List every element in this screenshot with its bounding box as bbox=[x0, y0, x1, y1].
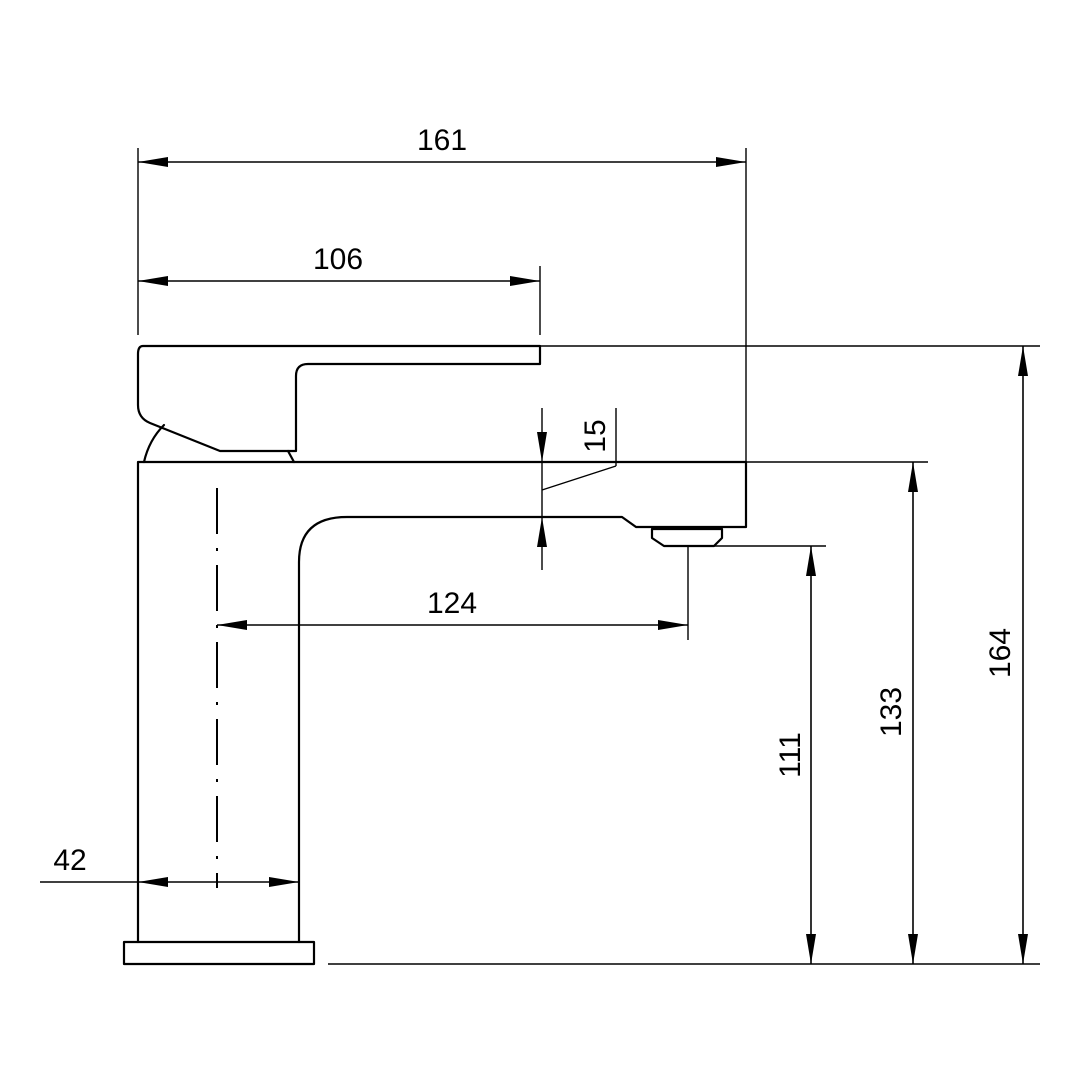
dimension-164: 164 bbox=[984, 346, 1028, 964]
dimension-label-164: 164 bbox=[984, 628, 1017, 678]
dimension-124: 124 bbox=[217, 587, 688, 630]
base-plate bbox=[122, 940, 316, 966]
dimension-133: 133 bbox=[875, 462, 918, 964]
aerator bbox=[650, 527, 724, 548]
dimension-label-133: 133 bbox=[875, 687, 908, 737]
dimension-161: 161 bbox=[138, 124, 746, 167]
dimension-label-42: 42 bbox=[53, 844, 86, 877]
dimension-42: 42 bbox=[53, 844, 299, 887]
dimension-label-15: 15 bbox=[579, 419, 612, 452]
dimension-label-111: 111 bbox=[774, 732, 807, 778]
lever-neck bbox=[142, 423, 166, 464]
extension-lines bbox=[40, 148, 1040, 965]
dimension-106: 106 bbox=[138, 243, 540, 286]
faucet-body bbox=[136, 460, 748, 944]
dimension-label-106: 106 bbox=[313, 243, 363, 276]
lever-handle bbox=[136, 344, 542, 453]
dimension-111: 111 bbox=[774, 546, 816, 964]
dimension-15: 15 bbox=[537, 419, 612, 547]
lever-neck-right bbox=[286, 449, 296, 464]
dimension-label-124: 124 bbox=[427, 587, 477, 620]
dimension-label-161: 161 bbox=[417, 124, 467, 157]
